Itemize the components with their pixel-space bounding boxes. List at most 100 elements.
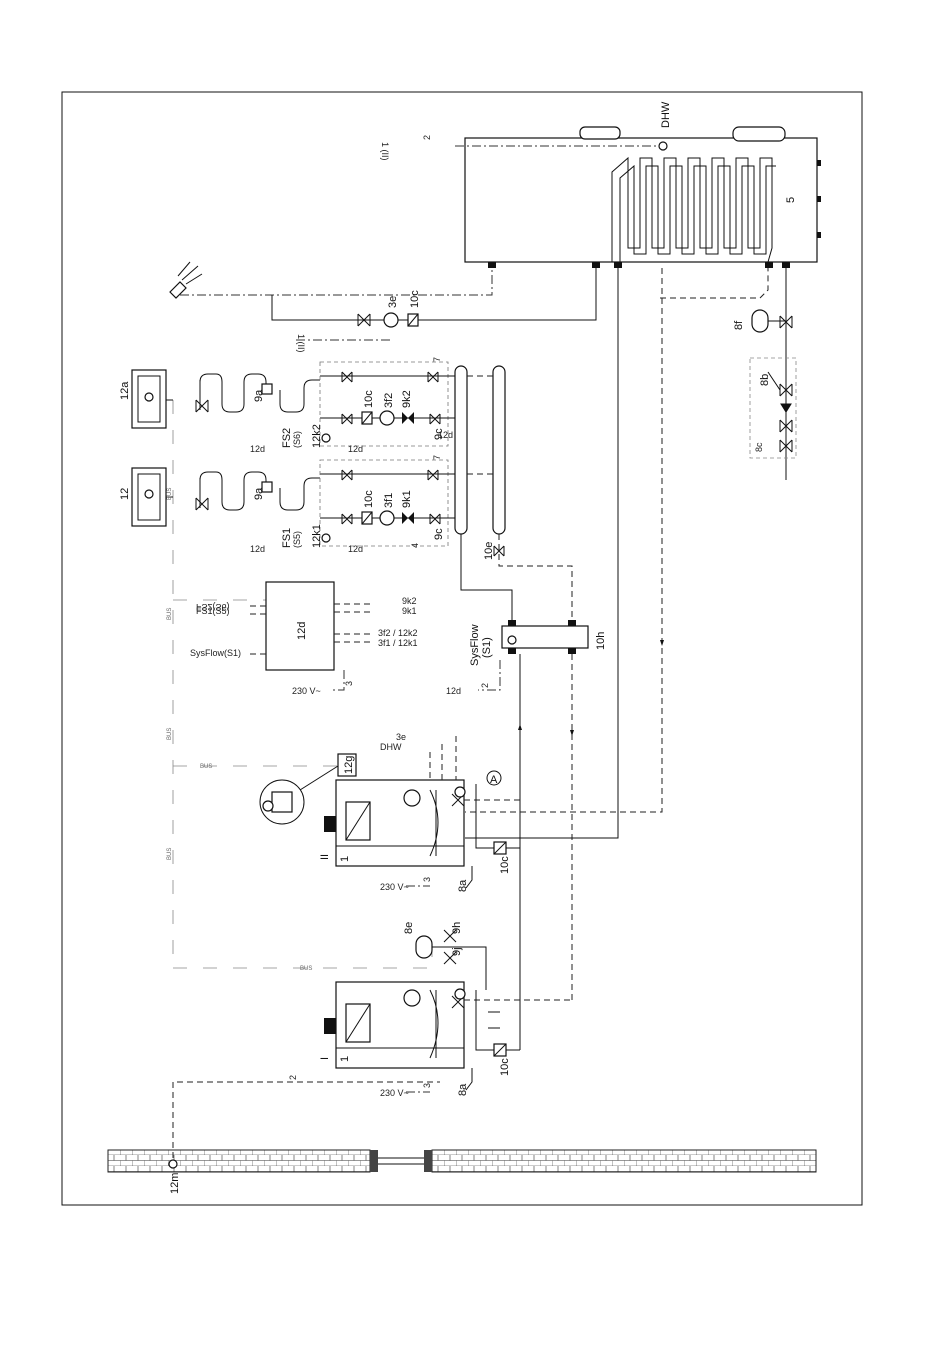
- label-dhw-boiler: DHW: [380, 742, 402, 752]
- shower-head-icon: [169, 261, 203, 299]
- valve-8a-label: 8a: [457, 1083, 469, 1096]
- label-230v-boiler-i: 230 V~: [380, 1088, 409, 1098]
- sensor-10c-label: 10c: [363, 490, 375, 508]
- valve-9h-label: 9h: [451, 922, 463, 934]
- label-9k1: 9k1: [402, 606, 417, 616]
- ref-12d-label: 12d: [348, 544, 363, 554]
- label-230v-boiler-ii: 230 V~: [380, 882, 409, 892]
- sensor-12g-label: 12g: [343, 756, 355, 774]
- boiler-i: [324, 981, 466, 1069]
- valve-8a-label: 8a: [457, 879, 469, 892]
- relay-12k2-label: 12k2: [311, 424, 323, 448]
- ref-12d-label: 12d: [250, 444, 265, 454]
- fs2-label: FS2: [281, 428, 293, 448]
- label-3f1-12k1: 3f1 / 12k1: [378, 638, 418, 648]
- valve-9j-label: 9j: [451, 947, 463, 956]
- sensor-10c-label: 10c: [499, 1058, 511, 1076]
- label-fs2-s6: FS2(S6): [196, 602, 230, 612]
- vessel-8f-label: 8f: [733, 320, 745, 330]
- room-controller-12a-icon: [131, 369, 167, 429]
- fs1-label: FS1: [281, 528, 293, 548]
- low-loss-header: [501, 620, 589, 654]
- wire-count: 4: [410, 543, 420, 548]
- safety-group-icons: [767, 371, 793, 453]
- ref-1-ii-top: 1 (II): [380, 142, 390, 161]
- sensor-10c-label: 10c: [499, 856, 511, 874]
- ref-12d-label: 12d: [446, 686, 461, 696]
- boiler-ii-num: 1: [339, 856, 351, 862]
- label-fs1-s5: FS1(S5): [196, 606, 230, 616]
- expansion-vessel-8e-icon: [415, 929, 487, 990]
- bus-label: BUS: [167, 848, 173, 860]
- bus-label: BUS: [300, 966, 312, 972]
- relay-12k1-label: 12k1: [311, 524, 323, 548]
- outdoor-sensor-icon: [259, 779, 305, 825]
- label-9k2: 9k2: [402, 596, 417, 606]
- ref-1-ii-mid: 1 (II): [296, 334, 306, 353]
- bus-label: BUS: [167, 488, 173, 500]
- circuit-7-label: 7: [432, 455, 442, 460]
- label-sysflow-s1: SysFlow(S1): [190, 648, 241, 658]
- wire-count: 3: [422, 877, 432, 882]
- valve-9a-label: 9a: [253, 389, 265, 402]
- boiler-i-num: 1: [339, 1056, 351, 1062]
- s1-label: (S1): [481, 637, 493, 658]
- sensor-12g-box: [337, 753, 357, 777]
- wire-count: 3: [344, 681, 354, 686]
- bus-label: BUS: [200, 764, 212, 770]
- ref-12d-label: 12d: [438, 430, 453, 440]
- room-controller-12-icon: [131, 467, 167, 527]
- wire-count: 2: [422, 135, 432, 140]
- manifold-return: [492, 365, 506, 535]
- valve-9a-label: 9a: [253, 487, 265, 500]
- bus-label: BUS: [167, 608, 173, 620]
- s6-label: (S6): [292, 431, 302, 448]
- pump-3f1-label: 3f1: [383, 493, 395, 508]
- sensor-10c-label: 10c: [409, 290, 421, 308]
- s5-label: (S5): [292, 531, 302, 548]
- bus-line-horizontal: [173, 950, 433, 969]
- drawing-frame: [61, 91, 863, 1206]
- dhw-label: DHW: [660, 101, 672, 128]
- wall-section: [107, 1149, 817, 1173]
- dhw-cylinder: [464, 126, 821, 268]
- circulation-pump-icon: [271, 268, 597, 328]
- valve-10e-label: 10e: [483, 542, 495, 560]
- label-230v-module: 230 V~: [292, 686, 321, 696]
- ref-12d-label: 12d: [250, 544, 265, 554]
- ref-12d-label: 12d: [348, 444, 363, 454]
- boiler-i-roman: I: [319, 1057, 331, 1060]
- safety-8c-label: 8c: [754, 442, 764, 452]
- sysflow-label: SysFlow: [469, 624, 481, 666]
- bus-label: BUS: [167, 728, 173, 740]
- label-3f2-12k2: 3f2 / 12k2: [378, 628, 418, 638]
- mixer-9k1-label: 9k1: [401, 490, 413, 508]
- heating-circuit-1: [195, 459, 449, 547]
- vessel-8e-label: 8e: [403, 922, 415, 934]
- valve-9c-label: 9c: [433, 428, 445, 440]
- control-module-12d: [265, 581, 335, 671]
- boiler-ii-roman: II: [319, 854, 331, 860]
- label-3e-boiler: 3e: [396, 732, 406, 742]
- sensor-10c-label: 10c: [363, 390, 375, 408]
- dhw-sensor-icon: [658, 141, 668, 151]
- outdoor-sensor-12m-icon: [168, 1159, 178, 1169]
- expansion-vessel-icon: [751, 309, 793, 333]
- heating-circuit-2: [195, 361, 449, 447]
- controller-12a-label: 12a: [119, 381, 131, 400]
- wire-count: 2: [480, 683, 490, 688]
- controller-12-label: 12: [119, 488, 131, 500]
- circle-a-label: A: [490, 774, 498, 786]
- boiler-ii: [324, 779, 466, 867]
- pump-3f2-label: 3f2: [383, 393, 395, 408]
- sensor-12m-label: 12m: [169, 1173, 181, 1194]
- module-12d-label: 12d: [296, 622, 308, 640]
- manifold-flow: [454, 365, 468, 535]
- wire-count: 2: [288, 1075, 298, 1080]
- valve-9c-label: 9c: [433, 528, 445, 540]
- safety-group-box: [749, 357, 797, 459]
- circuit-7-label: 7: [432, 357, 442, 362]
- wire-count: 3: [422, 1083, 432, 1088]
- mixer-9k2-label: 9k2: [401, 390, 413, 408]
